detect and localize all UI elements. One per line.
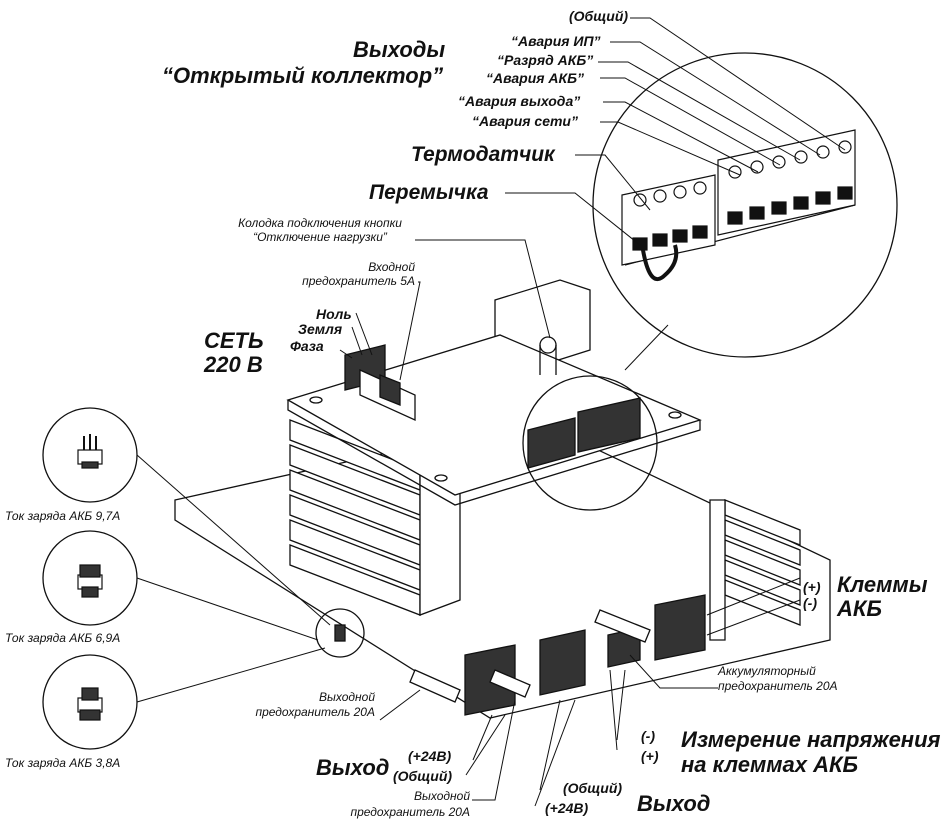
label-button-block-line2: “Отключение нагрузки” <box>253 230 387 244</box>
label-output-fuse-left-line1: Выходной <box>319 690 375 704</box>
label-jumper: Перемычка <box>369 181 489 204</box>
zoom-circle-upper-board <box>522 375 658 511</box>
zoom-circle-terminals <box>592 52 898 358</box>
terminal-detail <box>621 129 856 282</box>
board-jumper <box>334 624 346 642</box>
led <box>539 336 557 354</box>
jumper-wire <box>641 244 679 282</box>
output-terminal-mid <box>539 629 586 696</box>
output-terminal-left <box>464 644 516 716</box>
label-akb-terminals-line1: Клеммы <box>837 572 928 597</box>
label-battery-discharge: “Разряд АКБ” <box>497 52 594 68</box>
label-neutral: Ноль <box>316 306 352 322</box>
label-akb-plus: (+) <box>803 579 821 595</box>
upper-terminal-left <box>527 417 576 469</box>
label-measure-line2: на клеммах АКБ <box>681 752 859 777</box>
label-measure-minus: (-) <box>641 728 655 744</box>
label-charge-97: Ток заряда АКБ 9,7А <box>5 509 121 523</box>
label-output-right: Выход <box>637 791 711 816</box>
header-69 <box>77 564 103 598</box>
outputs-title-line2: “Открытый коллектор” <box>162 63 444 88</box>
label-mains-line2: 220 В <box>204 352 263 377</box>
header-38 <box>77 687 103 721</box>
label-output-left: Выход <box>316 755 390 780</box>
battery-fuse <box>594 609 651 643</box>
label-phase: Фаза <box>290 338 324 354</box>
output-fuse-mid <box>489 669 531 698</box>
label-output-fuse-left-line2: предохранитель 20А <box>255 705 375 719</box>
label-battery-fuse-line1: Аккумуляторный <box>718 664 816 678</box>
label-button-block-line1: Колодка подключения кнопки <box>238 216 402 230</box>
label-plus24-left: (+24В) <box>408 748 452 764</box>
label-output-fuse-bottom-line2: предохранитель 20А <box>350 805 470 819</box>
label-measure-plus: (+) <box>641 748 659 764</box>
header-icons <box>77 434 103 721</box>
label-output-fuse-bottom-line1: Выходной <box>414 789 470 803</box>
label-plus24-right: (+24В) <box>545 800 589 816</box>
label-measure-line1: Измерение напряжения <box>681 727 941 752</box>
label-akb-minus: (-) <box>803 595 817 611</box>
label-battery-fuse-line2: предохранитель 20А <box>718 679 838 693</box>
right-heatsink <box>709 499 801 641</box>
label-input-fuse-line2: предохранитель 5А <box>302 274 415 288</box>
label-alarm-ps: “Авария ИП” <box>511 33 601 49</box>
label-charge-69: Ток заряда АКБ 6,9А <box>5 631 121 645</box>
label-common-top: (Общий) <box>569 8 629 24</box>
output-fuse-left <box>409 669 461 703</box>
label-input-fuse-line1: Входной <box>368 260 415 274</box>
label-common-right: (Общий) <box>563 780 623 796</box>
label-common-left: (Общий) <box>393 768 453 784</box>
label-output-alarm: “Авария выхода” <box>458 93 581 109</box>
label-akb-terminals-line2: АКБ <box>837 596 882 621</box>
akb-terminal <box>654 594 706 661</box>
outputs-title-line1: Выходы <box>353 37 446 62</box>
label-battery-alarm: “Авария АКБ” <box>486 70 585 86</box>
left-heatsink <box>289 419 461 616</box>
upper-terminal-right <box>577 397 641 453</box>
label-thermosensor: Термодатчик <box>411 143 555 166</box>
jumper-circle-board <box>315 608 365 658</box>
label-mains-line1: СЕТЬ <box>204 328 264 353</box>
header-97 <box>77 434 103 469</box>
label-charge-38: Ток заряда АКБ 3,8А <box>5 756 121 770</box>
label-ground: Земля <box>298 321 343 337</box>
label-mains-alarm: “Авария сети” <box>472 113 578 129</box>
